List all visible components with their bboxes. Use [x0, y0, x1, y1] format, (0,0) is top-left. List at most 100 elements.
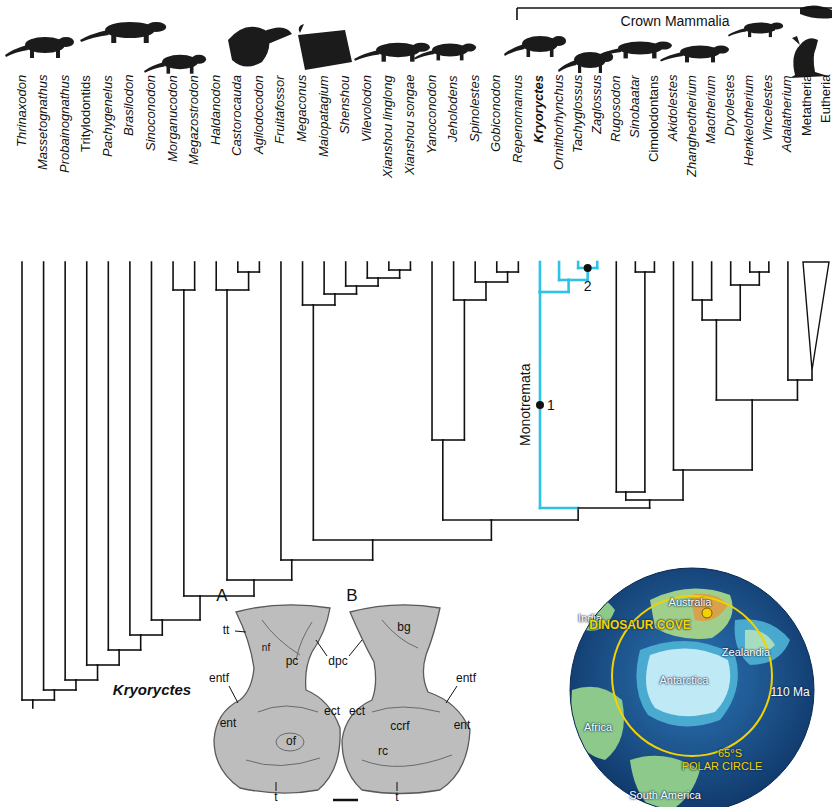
- branch: [559, 279, 569, 282]
- branch: [442, 440, 444, 520]
- branch: [64, 262, 66, 680]
- taxon-name: Tritylodontids: [79, 75, 94, 152]
- taxon-name: Massetognathus: [36, 75, 51, 170]
- branch: [739, 285, 741, 320]
- anatomy-label: bg: [397, 621, 410, 635]
- branch: [616, 491, 626, 493]
- map-label: POLAR CIRCLE: [682, 760, 763, 773]
- branch: [140, 635, 142, 650]
- taxon-name: Cimolodontans: [647, 75, 662, 162]
- branch: [410, 262, 412, 270]
- map-label: Africa: [584, 721, 612, 734]
- branch: [280, 262, 282, 560]
- clade-label: Crown Mammalia: [621, 13, 730, 29]
- branch: [292, 559, 373, 561]
- branch: [22, 699, 33, 701]
- taxon-name: Maiopatagium: [317, 75, 332, 157]
- branch: [183, 290, 185, 596]
- taxon-name: Tachyglossus: [571, 75, 586, 153]
- humerus-view-a: [214, 605, 340, 793]
- branch: [254, 579, 292, 581]
- taxon-name: Fruitafossor: [273, 75, 288, 144]
- branch: [443, 519, 492, 521]
- branch: [346, 285, 357, 287]
- branch: [578, 507, 650, 509]
- branch: [811, 370, 813, 380]
- taxon-name: Megaconus: [295, 75, 310, 142]
- branch: [76, 679, 98, 681]
- branch: [539, 262, 542, 292]
- animal-silhouette: [5, 5, 832, 78]
- branch: [75, 680, 77, 690]
- branch: [151, 619, 162, 621]
- taxon-name: Ornithorhynchus: [552, 75, 567, 170]
- branch: [43, 262, 45, 690]
- taxon-name: Vincelestes: [761, 75, 776, 141]
- site-marker: [702, 608, 712, 618]
- branch: [141, 634, 163, 636]
- branch: [654, 262, 656, 272]
- map-label: Australia: [669, 596, 712, 609]
- map-label: South America: [629, 789, 701, 802]
- branch: [259, 262, 261, 272]
- branch: [388, 262, 390, 270]
- branch: [162, 619, 200, 621]
- taxon-name: Rugosodon: [609, 75, 624, 142]
- branch: [399, 270, 401, 278]
- branch: [97, 665, 99, 680]
- map-label: Zealandia: [722, 646, 770, 659]
- branch: [649, 500, 651, 508]
- branch: [313, 539, 372, 541]
- branch: [454, 299, 465, 301]
- branch: [184, 289, 195, 291]
- branch: [650, 499, 683, 501]
- taxon-name: Haldanodon: [209, 75, 224, 145]
- branch: [98, 664, 120, 666]
- branch: [238, 271, 249, 273]
- anatomy-label: t: [274, 791, 277, 805]
- taxon-name: Pachygenelus: [101, 75, 116, 157]
- branch: [172, 262, 174, 290]
- branch: [711, 262, 713, 300]
- taxon-name: Yanoconodon: [425, 75, 440, 154]
- branch: [752, 399, 797, 401]
- branch: [237, 262, 239, 272]
- branch: [54, 689, 76, 691]
- branch: [749, 262, 751, 272]
- branch: [768, 262, 770, 272]
- branch: [485, 282, 487, 300]
- taxon-name: Shenshou: [338, 75, 353, 134]
- taxon-name: Adalatherium: [780, 75, 795, 152]
- anatomy-label: tt: [223, 624, 230, 638]
- taxon-name: Henkelotherium: [742, 75, 757, 166]
- branch: [787, 262, 789, 380]
- taxon-name: Xianshou linglong: [381, 75, 396, 178]
- branch: [797, 379, 812, 381]
- collapsed-clade: [803, 262, 829, 370]
- map-label: 65°S: [718, 747, 742, 760]
- branch: [108, 649, 119, 651]
- taxon-name: Jeholodens: [446, 75, 461, 142]
- branch: [730, 262, 732, 285]
- branch: [194, 262, 196, 290]
- branch: [635, 271, 645, 273]
- map-label: 110 Ma: [770, 686, 809, 700]
- taxon-name: Metatheria: [800, 75, 815, 136]
- taxon-name: Vilevolodon: [360, 75, 375, 142]
- taxon-name: Kryoryctes: [532, 75, 547, 143]
- scale-bar: [333, 799, 358, 802]
- taxon-name: Probainognathus: [58, 75, 73, 173]
- branch: [118, 650, 120, 665]
- branch: [540, 507, 578, 510]
- anatomy-label: dpc: [328, 655, 347, 669]
- taxon-name: Akidolestes: [666, 75, 681, 141]
- branch: [87, 664, 98, 666]
- branch: [367, 277, 378, 279]
- taxon-name: Megazostrodon: [187, 75, 202, 165]
- taxon-name: Thrinaxodon: [15, 75, 30, 147]
- branch: [302, 262, 304, 305]
- branch: [281, 559, 292, 561]
- branch: [216, 289, 227, 291]
- branch: [507, 272, 509, 282]
- branch: [486, 281, 508, 283]
